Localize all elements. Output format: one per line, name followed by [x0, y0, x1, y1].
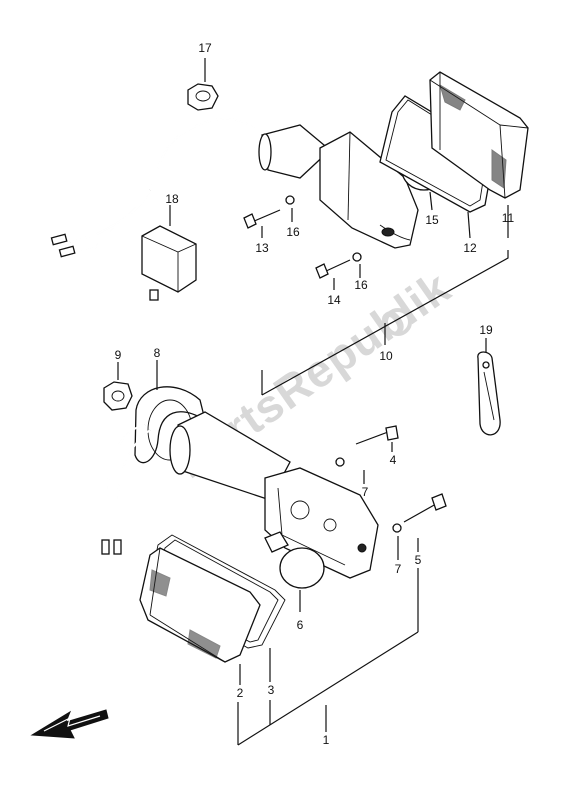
- callout-15: 15: [425, 213, 439, 227]
- washer-16b: [352, 252, 362, 262]
- callout-2: 2: [237, 686, 244, 700]
- screw-5: [403, 493, 447, 523]
- callout-19: 19: [479, 323, 493, 337]
- callout-5: 5: [415, 553, 422, 567]
- nut-17: [187, 83, 219, 111]
- lower-wiring: [101, 424, 151, 555]
- screw-13: [243, 209, 281, 229]
- callout-7a: 7: [362, 485, 369, 499]
- callout-12: 12: [463, 241, 477, 255]
- front-direction-arrow-icon: [30, 709, 109, 739]
- lens-11: [429, 71, 529, 199]
- callout-4: 4: [390, 453, 397, 467]
- lens-2: [139, 547, 261, 663]
- washer-16a: [285, 195, 295, 205]
- callout-9: 9: [115, 348, 122, 362]
- leader-15: [429, 191, 433, 211]
- callout-17: 17: [198, 41, 212, 55]
- callout-14: 14: [327, 293, 341, 307]
- leader-12: [467, 211, 471, 239]
- grommet-8: [134, 386, 207, 464]
- callout-8: 8: [154, 346, 161, 360]
- bulb-6: [264, 531, 325, 589]
- upper-wiring: [50, 117, 263, 258]
- leader-10-bracket: [261, 250, 509, 396]
- lower-signal-body: [169, 411, 379, 579]
- washer-7b: [392, 523, 402, 533]
- callout-6: 6: [297, 618, 304, 632]
- nut-9: [103, 381, 133, 411]
- callout-11: 11: [502, 211, 515, 225]
- callout-16a: 16: [286, 225, 300, 239]
- upper-signal-body: [258, 124, 419, 249]
- callout-13: 13: [255, 241, 269, 255]
- screw-14: [315, 259, 351, 279]
- relay-18: [141, 225, 197, 301]
- callout-18: 18: [165, 192, 179, 206]
- screw-4: [355, 425, 399, 445]
- washer-7a: [335, 457, 345, 467]
- callout-1: 1: [323, 733, 330, 747]
- callout-10: 10: [379, 349, 393, 363]
- callout-7b: 7: [395, 562, 402, 576]
- gasket-12: [379, 95, 496, 213]
- callout-3: 3: [268, 683, 275, 697]
- callout-16b: 16: [354, 278, 368, 292]
- gear-watermark-icon: [384, 308, 412, 336]
- leader-1-bracket: [237, 568, 419, 746]
- strap-19: [477, 351, 501, 436]
